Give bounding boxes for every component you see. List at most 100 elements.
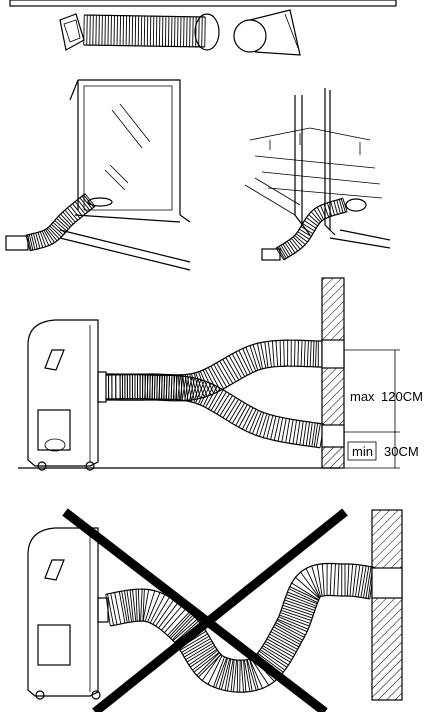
hose-rib	[220, 658, 231, 690]
hose-rib	[342, 198, 348, 212]
hose-rib	[313, 208, 323, 222]
hose-rib	[83, 194, 95, 208]
hose-rib	[184, 376, 190, 401]
hose-rib	[179, 376, 184, 401]
hose-rib	[300, 340, 303, 367]
hose-rib	[168, 613, 192, 638]
hose-rib	[294, 235, 306, 245]
hose-rib	[286, 593, 317, 607]
hose-rib	[142, 589, 145, 622]
hose-rib	[271, 628, 301, 645]
wheel	[91, 690, 101, 700]
hose-rib	[170, 375, 173, 400]
hose-rib	[79, 197, 91, 211]
hose-rib	[300, 226, 314, 234]
hose-rib	[170, 615, 194, 639]
hose-rib	[266, 415, 274, 439]
hose-rib	[105, 594, 111, 626]
hose-rib	[305, 421, 310, 446]
hose-rib	[188, 646, 216, 666]
hose-rib	[311, 565, 322, 597]
hose-rib	[129, 589, 134, 622]
hose-rib	[242, 348, 254, 373]
hose-outline	[275, 197, 344, 249]
hose-rib	[326, 202, 332, 217]
hose-rib	[151, 375, 154, 400]
hose-rib	[185, 642, 214, 661]
hose-outline	[283, 211, 348, 261]
hose-rib	[199, 383, 212, 406]
hose-rib	[149, 374, 151, 400]
dimension-lines	[344, 349, 400, 469]
hose-rib	[216, 362, 231, 386]
hose-rib	[278, 246, 287, 259]
hose-rib	[282, 604, 314, 616]
hose-rib	[262, 645, 291, 663]
hose-rib	[290, 238, 301, 250]
hose-rib	[338, 199, 344, 213]
hose-rib	[246, 659, 257, 691]
hose-rib	[215, 657, 228, 688]
hose-rib	[183, 640, 213, 658]
hose-rib	[171, 616, 195, 641]
hose-rib	[72, 203, 83, 217]
hose-rib	[271, 340, 275, 367]
exhaust-hose	[105, 339, 325, 449]
cross-mark	[62, 508, 328, 712]
hose-rib	[293, 340, 296, 367]
hose-rib	[139, 374, 141, 399]
hose-rib	[267, 341, 272, 368]
hose-rib	[213, 364, 227, 388]
hose-rib	[288, 588, 318, 603]
hose-rib	[270, 416, 277, 440]
hose-rib	[235, 351, 248, 376]
max-label: max	[350, 389, 375, 404]
hose-rib	[302, 421, 307, 446]
hose-rib	[297, 340, 299, 367]
hose-rib	[320, 205, 327, 219]
hose-rib	[33, 233, 38, 250]
hose-rib	[132, 589, 137, 622]
hose-rib	[141, 374, 144, 399]
hose-rib	[270, 631, 300, 648]
hose-rib	[243, 660, 247, 692]
hose-rib	[188, 377, 195, 402]
hose-rib	[277, 618, 308, 633]
hose-rib	[190, 378, 199, 403]
hose-rib	[198, 654, 222, 678]
hose-rib	[230, 659, 235, 692]
hose-rib	[333, 563, 336, 596]
hose-rib	[340, 198, 346, 213]
hose-rib	[284, 599, 315, 611]
hose-rib	[284, 242, 294, 255]
top-frame-bar	[9, 0, 397, 7]
hose-rib	[323, 203, 330, 218]
hose-rib	[56, 218, 69, 230]
hose-rib	[302, 223, 315, 232]
hose-rib	[288, 419, 294, 444]
hose-rib	[212, 656, 225, 688]
hose-rib	[201, 654, 222, 681]
hose-rib	[149, 594, 166, 624]
hose-rib	[49, 225, 62, 238]
hose-rib	[274, 624, 303, 641]
hose-rib	[216, 393, 230, 415]
hose-rib	[228, 400, 242, 422]
adaptor-slot	[345, 198, 367, 212]
hose-rib	[195, 380, 205, 404]
wall-opening-high	[321, 339, 345, 369]
air-conditioner-unit	[27, 527, 99, 697]
hose-rib	[262, 414, 270, 438]
window-frame	[294, 95, 311, 236]
hose-outline	[84, 14, 206, 18]
hose-rib	[259, 413, 268, 437]
wall	[321, 277, 345, 469]
wheel	[37, 461, 47, 471]
hose-rib	[181, 376, 187, 401]
hose-rib	[258, 650, 286, 671]
hose-rib	[114, 592, 122, 624]
hose-rib	[192, 650, 218, 671]
hose-rib	[228, 355, 243, 379]
hose-rib	[300, 571, 320, 599]
